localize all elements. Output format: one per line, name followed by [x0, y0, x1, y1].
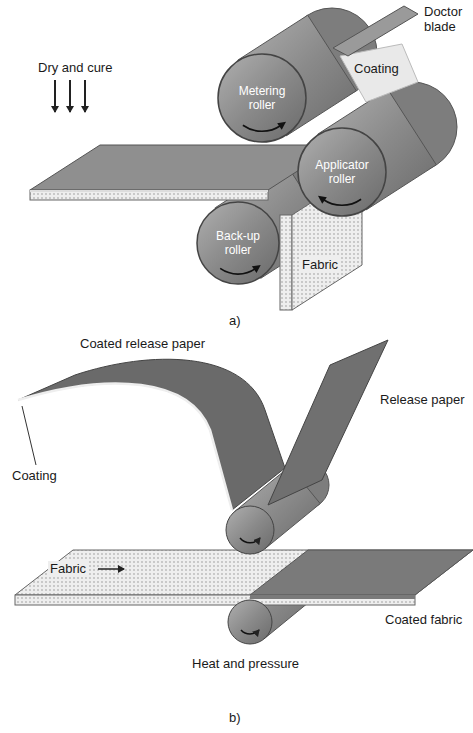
roller-circle — [197, 202, 279, 284]
rotation-arrow — [243, 125, 281, 131]
fabric-edge — [280, 215, 292, 310]
roller-face — [228, 600, 272, 644]
fabric-edge — [15, 595, 415, 605]
roller-label: Applicator roller — [308, 158, 376, 186]
part-label: Doctor blade — [424, 4, 470, 34]
roller-label: Metering roller — [228, 84, 296, 112]
release-paper — [268, 340, 388, 505]
leader-line — [22, 406, 36, 465]
roller-circle — [218, 54, 306, 142]
rotation-arrow — [240, 538, 260, 543]
part-label: Coating — [352, 61, 401, 76]
rotation-arrow — [241, 630, 259, 634]
arrow-head — [252, 265, 261, 273]
roller: Applicator roller — [297, 127, 387, 217]
roller-circle — [298, 128, 386, 216]
coating-layer — [250, 595, 415, 599]
part-label: Fabric — [48, 561, 88, 576]
coated-release-paper — [18, 359, 285, 510]
arrow-head — [318, 196, 327, 204]
coated-fabric — [30, 145, 338, 190]
arrow — [69, 80, 71, 112]
rotation-arrow — [323, 199, 361, 205]
coating-layer — [30, 190, 268, 192]
part-label: Coated release paper — [80, 336, 205, 351]
part-label: Release paper — [380, 392, 465, 407]
arrow-head — [277, 122, 286, 130]
doctor-blade — [333, 6, 418, 56]
roller-name: Back-up roller — [207, 229, 269, 257]
part-label: Coated fabric — [385, 612, 462, 627]
roller-name: Applicator roller — [308, 158, 376, 186]
roller-label: Back-up roller — [207, 229, 269, 257]
part-label: a) — [229, 313, 241, 328]
arrow — [54, 80, 56, 112]
roller: Metering roller — [217, 53, 307, 143]
roller: Back-up roller — [196, 201, 280, 285]
rotation-arrow — [220, 268, 256, 274]
fabric — [15, 550, 473, 595]
roller-face — [226, 506, 274, 554]
part-label: Heat and pressure — [192, 656, 299, 671]
arrow — [84, 80, 86, 112]
part-label: Fabric — [300, 257, 340, 272]
fabric-edge — [30, 190, 268, 200]
part-label: Dry and cure — [38, 60, 112, 75]
part-label: b) — [229, 710, 241, 725]
roller-name: Metering roller — [228, 84, 296, 112]
coating-layer — [18, 383, 232, 510]
direction-arrow — [98, 568, 124, 570]
part-label: Coating — [12, 468, 57, 483]
coated-fabric — [250, 550, 473, 595]
